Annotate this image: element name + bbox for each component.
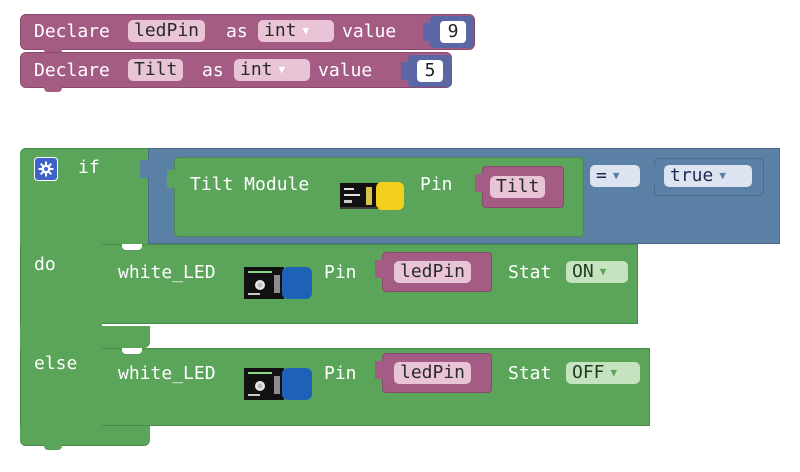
pin-label: Pin [420, 174, 453, 195]
variable-name-field[interactable]: Tilt [128, 59, 184, 81]
pin-variable-field[interactable]: ledPin [394, 362, 472, 384]
pin-label: Pin [324, 262, 357, 283]
statement-notch [122, 244, 142, 250]
chevron-down-icon: ▼ [302, 24, 310, 37]
pin-variable-connector [375, 260, 387, 278]
state-dropdown[interactable]: OFF ▼ [566, 362, 640, 384]
chevron-down-icon: ▼ [278, 63, 286, 76]
chevron-down-icon: ▼ [719, 169, 726, 182]
else-separator [20, 326, 150, 348]
type-dropdown-value: int [264, 20, 297, 41]
chevron-down-icon: ▼ [610, 366, 618, 379]
if-block-footer [20, 426, 150, 446]
declare-keyword: Declare [34, 60, 110, 81]
chevron-down-icon: ▼ [612, 169, 620, 182]
declare-block-notch [44, 48, 62, 54]
led-module-image [244, 265, 312, 301]
if-block-bottom-notch [44, 444, 62, 450]
stat-label: Stat [508, 262, 552, 283]
white-led-block-do[interactable] [102, 244, 638, 324]
state-value: OFF [572, 362, 605, 383]
type-dropdown[interactable]: int ▼ [234, 59, 310, 81]
boolean-block-connector [647, 166, 659, 184]
type-dropdown[interactable]: int ▼ [258, 20, 334, 42]
number-block-connector [423, 23, 435, 41]
pin-variable-field[interactable]: ledPin [394, 261, 472, 283]
stat-label: Stat [508, 363, 552, 384]
else-label: else [34, 353, 78, 374]
value-label: value [318, 60, 373, 81]
pin-label: Pin [324, 363, 357, 384]
led-module-image [244, 366, 312, 402]
if-label: if [78, 157, 100, 178]
as-label: as [226, 21, 248, 42]
declare-block-notch [44, 86, 62, 92]
boolean-dropdown[interactable]: true ▼ [664, 165, 752, 187]
type-dropdown-value: int [240, 59, 273, 80]
white-led-block-else[interactable] [102, 348, 650, 426]
pin-variable-connector [375, 361, 387, 379]
white-led-label: white_LED [118, 262, 216, 283]
number-block-connector [401, 62, 413, 80]
number-value-field[interactable]: 5 [417, 60, 443, 82]
variable-name-field[interactable]: ledPin [128, 20, 206, 42]
declare-keyword: Declare [34, 21, 110, 42]
operator-dropdown[interactable]: =▼ [590, 165, 640, 187]
statement-notch [122, 348, 142, 354]
gear-icon[interactable] [34, 157, 58, 181]
pin-variable-connector [475, 174, 487, 192]
tilt-module-image [340, 180, 404, 212]
tilt-module-label: Tilt Module [190, 174, 310, 195]
state-dropdown[interactable]: ON ▼ [566, 261, 628, 283]
value-label: value [342, 21, 397, 42]
do-label: do [34, 254, 56, 275]
as-label: as [202, 60, 224, 81]
sensor-block-connector [167, 170, 179, 188]
declare-block-ledpin[interactable] [20, 14, 475, 50]
number-value-field[interactable]: 9 [440, 21, 466, 43]
white-led-label: white_LED [118, 363, 216, 384]
operator-value: = [596, 165, 607, 186]
boolean-value: true [670, 165, 714, 186]
compare-block-connector [140, 160, 152, 178]
state-value: ON [572, 261, 594, 282]
pin-variable-field[interactable]: Tilt [490, 176, 546, 198]
chevron-down-icon: ▼ [599, 265, 607, 278]
